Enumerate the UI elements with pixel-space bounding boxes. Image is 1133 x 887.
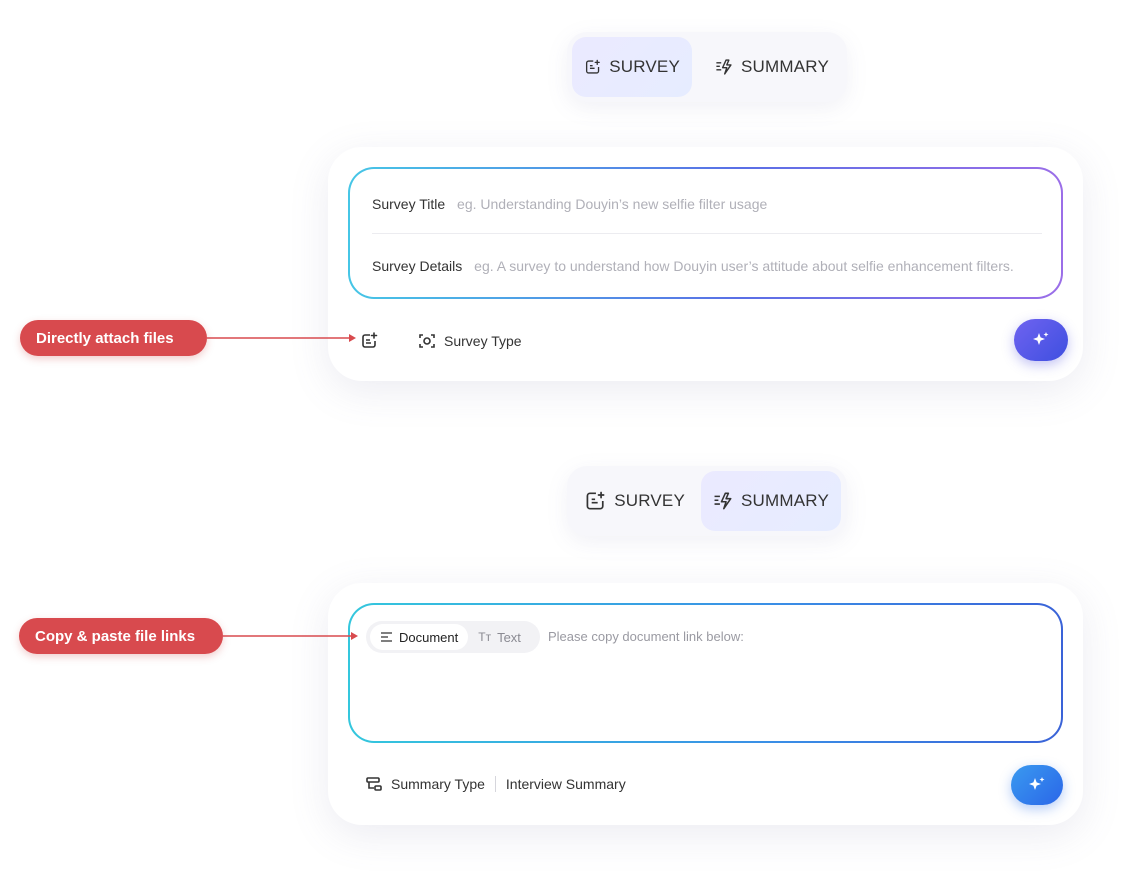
source-tabs: Document Tт Text [366, 621, 540, 653]
summary-type-label: Summary Type [391, 776, 485, 792]
survey-details-label: Survey Details [372, 258, 463, 274]
document-link-placeholder: Please copy document link below: [548, 629, 744, 644]
survey-icon [586, 491, 605, 510]
callout-paste-arrow [223, 632, 358, 640]
summary-type-icon [366, 777, 382, 791]
survey-tab-label: SURVEY [609, 57, 680, 76]
summary-card: Document Tт Text Please copy document li… [328, 583, 1083, 825]
document-link-input[interactable]: Please copy document link below: [548, 629, 744, 644]
summary-type-selector[interactable]: Summary Type Interview Summary [365, 775, 626, 793]
summary-tab-label: SUMMARY [741, 491, 829, 510]
survey-tab-label: SURVEY [614, 491, 685, 510]
tab-text[interactable]: Tт Text [468, 624, 531, 650]
tab-text-label: Text [497, 629, 521, 645]
summary-type-value: Interview Summary [505, 776, 626, 792]
callout-attach-files: Directly attach files [20, 320, 207, 356]
summary-tab-label: SUMMARY [741, 57, 829, 76]
tab-document-label: Document [399, 629, 459, 645]
survey-type-icon [419, 334, 435, 348]
callout-attach-arrow [207, 334, 356, 342]
summary-tab[interactable]: SUMMARY [701, 471, 841, 531]
survey-tab[interactable]: SURVEY [572, 471, 697, 531]
document-icon [381, 632, 392, 642]
callout-attach-text: Directly attach files [36, 329, 174, 347]
survey-card: Survey Title eg. Understanding Douyin’s … [328, 147, 1083, 381]
sparkle-icon [1033, 332, 1049, 345]
text-icon: Tт [478, 630, 492, 644]
callout-paste-text: Copy & paste file links [35, 627, 196, 645]
attach-file-icon [362, 332, 378, 348]
survey-details-input[interactable]: eg. A survey to understand how Douyin us… [474, 258, 1014, 274]
generate-summary-button[interactable] [1011, 765, 1063, 805]
summary-icon [716, 59, 732, 75]
summary-input-panel[interactable]: Document Tт Text Please copy document li… [348, 603, 1063, 743]
sparkle-icon [1029, 777, 1045, 790]
survey-type-button[interactable]: Survey Type [418, 332, 522, 350]
survey-title-label: Survey Title [372, 196, 446, 212]
mode-switch-bottom: SURVEY SUMMARY [567, 466, 847, 536]
tab-document[interactable]: Document [370, 624, 469, 650]
attach-file-button[interactable] [360, 332, 378, 350]
callout-paste-links: Copy & paste file links [19, 618, 223, 654]
survey-input-panel: Survey Title eg. Understanding Douyin’s … [348, 167, 1063, 299]
summary-icon [714, 492, 732, 510]
survey-tab[interactable]: SURVEY [572, 37, 692, 97]
summary-tab[interactable]: SUMMARY [703, 37, 841, 97]
survey-type-label: Survey Type [444, 333, 522, 349]
survey-title-input[interactable]: eg. Understanding Douyin’s new selfie fi… [457, 196, 768, 212]
generate-survey-button[interactable] [1014, 319, 1068, 361]
mode-switch-top: SURVEY SUMMARY [567, 32, 847, 102]
survey-details-row[interactable]: Survey Details eg. A survey to understan… [372, 258, 1014, 274]
field-divider [372, 233, 1042, 234]
summary-type-separator [494, 776, 496, 792]
survey-title-row[interactable]: Survey Title eg. Understanding Douyin’s … [372, 196, 767, 212]
survey-icon [585, 59, 600, 74]
